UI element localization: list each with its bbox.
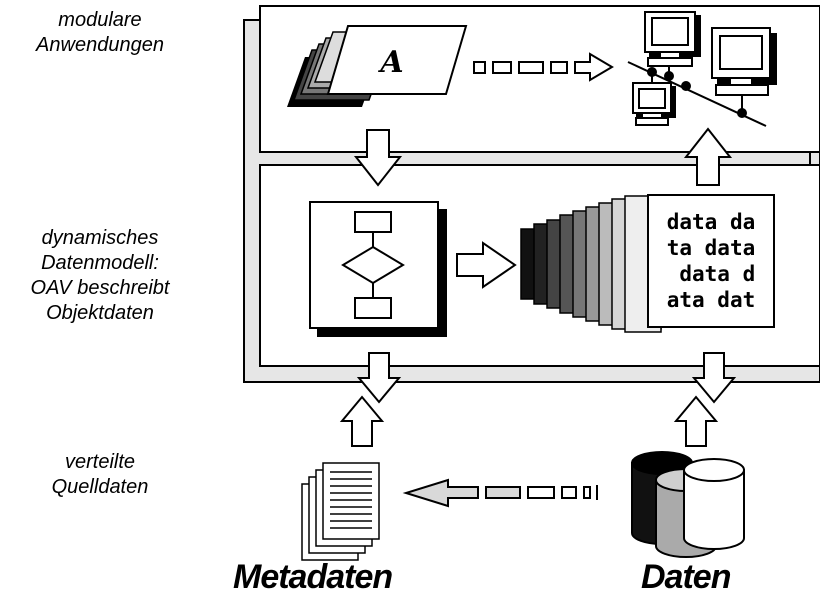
arrow-documents-to-network: [473, 52, 614, 82]
arrow-down-apps-to-model: [353, 129, 403, 187]
layer-label-line: dynamisches: [41, 227, 159, 249]
arrow-up-metadata-to-model: [339, 395, 385, 447]
object-data-stack-icon: [520, 194, 775, 333]
arrow-down-model-to-metadata: [356, 352, 402, 404]
data-text-line: ta data: [667, 236, 756, 260]
layer-label-line: OAV beschreibt: [30, 277, 170, 299]
layer-label-line: modulare: [58, 9, 142, 31]
arrow-up-model-to-network: [683, 127, 733, 186]
data-text-line: data da: [667, 210, 756, 234]
data-text-line: ata dat: [667, 288, 756, 312]
layer-label-line: verteilte: [64, 451, 136, 473]
metadata-label: Metadaten: [233, 558, 393, 596]
layer-label-source-data: verteilte Quelldaten: [0, 450, 200, 500]
arrow-data-to-metadata: [402, 478, 598, 508]
data-text-line: data d: [667, 262, 756, 286]
arrow-model-to-data: [456, 241, 517, 289]
data-model-flowchart-icon: [309, 201, 447, 337]
database-cylinders-icon: [631, 451, 745, 558]
data-text-block: data da ta data data d ata dat: [667, 210, 756, 312]
layer-label-line: Objektdaten: [46, 302, 154, 324]
layer-label-data-model: dynamisches Datenmodell: OAV beschreibt …: [0, 226, 200, 326]
arrow-down-model-to-data: [691, 352, 737, 404]
network-computers-icon: [627, 11, 777, 127]
layer-label-line: Quelldaten: [51, 476, 149, 498]
data-label: Daten: [641, 558, 731, 596]
layer-label-line: Anwendungen: [36, 34, 164, 56]
layer-label-applications: modulare Anwendungen: [0, 8, 200, 58]
document-letter: A: [377, 45, 403, 80]
layer-label-line: Datenmodell:: [41, 252, 159, 274]
arrow-up-data-to-model: [673, 395, 719, 447]
metadata-documents-icon: [301, 462, 380, 561]
application-documents-icon: A: [287, 25, 468, 107]
